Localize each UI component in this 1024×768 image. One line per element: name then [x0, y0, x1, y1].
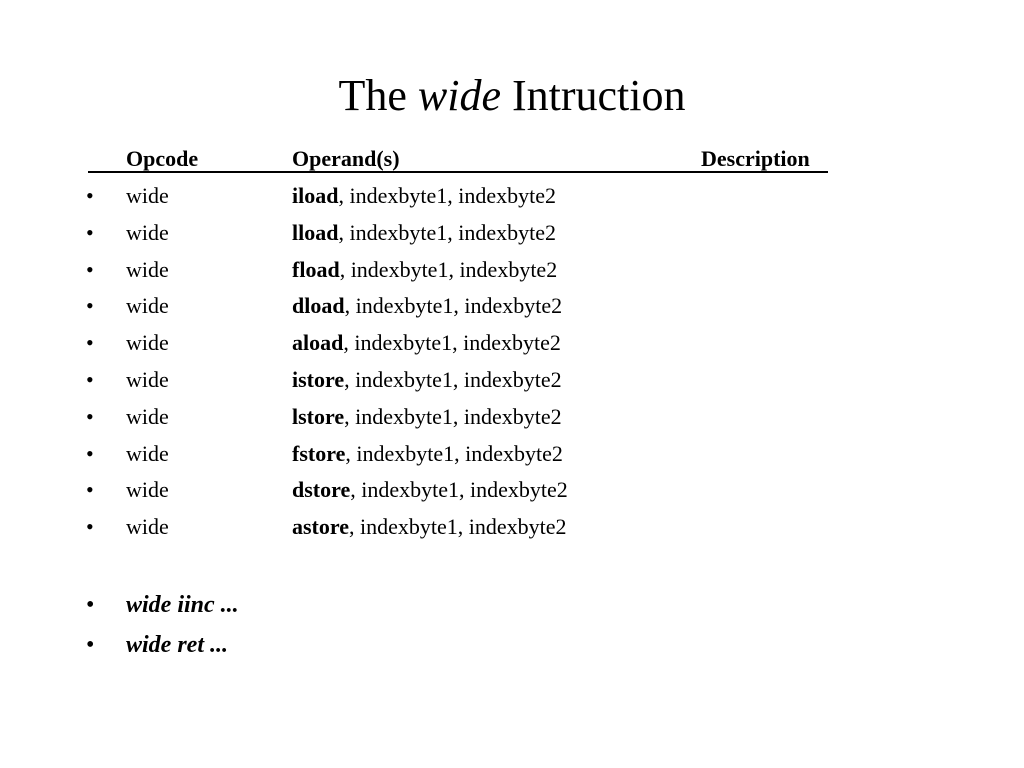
instruction-args: , indexbyte1, indexbyte2	[350, 477, 568, 503]
operands-cell: iload, indexbyte1, indexbyte2	[292, 183, 556, 209]
operands-cell: aload, indexbyte1, indexbyte2	[292, 330, 561, 356]
header-underline	[88, 171, 828, 173]
operands-cell: dstore, indexbyte1, indexbyte2	[292, 477, 568, 503]
slide-title: The wide Intruction	[0, 70, 1024, 122]
bullet-icon: •	[86, 592, 95, 618]
instruction-args: , indexbyte1, indexbyte2	[349, 514, 567, 540]
instruction-args: , indexbyte1, indexbyte2	[344, 293, 563, 319]
instruction-args: , indexbyte1, indexbyte2	[339, 256, 558, 282]
bullet-icon: •	[86, 632, 95, 658]
opcode-cell: wide	[126, 366, 169, 392]
operands-cell: lstore, indexbyte1, indexbyte2	[292, 404, 562, 430]
bullet-icon: •	[86, 256, 94, 282]
table-header: Opcode Operand(s) Description	[88, 146, 828, 173]
instruction-name: fload	[292, 256, 340, 282]
title-prefix: The	[338, 71, 418, 120]
bullet-icon: •	[86, 514, 94, 540]
extra-instruction-list: • wide iinc ... • wide ret ...	[0, 590, 1024, 670]
instruction-name: lstore	[292, 403, 345, 429]
instruction-args: , indexbyte1, indexbyte2	[344, 366, 562, 392]
extra-instruction-text: wide ret ...	[126, 632, 228, 658]
list-item: • wide iinc ...	[0, 590, 1024, 630]
header-operands: Operand(s)	[292, 146, 400, 171]
operands-cell: lload, indexbyte1, indexbyte2	[292, 220, 556, 246]
list-item: • wide aload, indexbyte1, indexbyte2	[0, 330, 1024, 367]
bullet-icon: •	[86, 440, 94, 466]
instruction-args: , indexbyte1, indexbyte2	[338, 183, 556, 208]
opcode-cell: wide	[126, 256, 169, 282]
opcode-cell: wide	[126, 219, 169, 245]
opcode-cell: wide	[126, 514, 169, 540]
opcode-cell: wide	[126, 183, 169, 208]
operands-cell: astore, indexbyte1, indexbyte2	[292, 514, 567, 540]
instruction-args: , indexbyte1, indexbyte2	[338, 219, 556, 245]
instruction-name: fstore	[292, 440, 346, 466]
list-item: • wide dload, indexbyte1, indexbyte2	[0, 293, 1024, 330]
bullet-icon: •	[86, 330, 94, 356]
operands-cell: fstore, indexbyte1, indexbyte2	[292, 441, 563, 467]
list-item: • wide fstore, indexbyte1, indexbyte2	[0, 441, 1024, 478]
instruction-name: dstore	[292, 477, 351, 503]
list-item: • wide dstore, indexbyte1, indexbyte2	[0, 477, 1024, 514]
opcode-cell: wide	[126, 293, 169, 319]
list-item: • wide lload, indexbyte1, indexbyte2	[0, 220, 1024, 257]
instruction-name: aload	[292, 330, 344, 356]
extra-instruction-text: wide iinc ...	[126, 592, 239, 618]
bullet-icon: •	[86, 293, 94, 319]
list-item: • wide iload, indexbyte1, indexbyte2	[0, 183, 1024, 220]
instruction-name: lload	[292, 219, 339, 245]
title-italic-word: wide	[417, 71, 501, 120]
instruction-args: , indexbyte1, indexbyte2	[344, 403, 562, 429]
bullet-icon: •	[86, 366, 94, 392]
bullet-icon: •	[86, 219, 94, 245]
instruction-args: , indexbyte1, indexbyte2	[345, 440, 563, 466]
header-description: Description	[701, 146, 810, 171]
list-item: • wide lstore, indexbyte1, indexbyte2	[0, 404, 1024, 441]
bullet-icon: •	[86, 403, 94, 429]
instruction-name: istore	[292, 366, 345, 392]
instruction-args: , indexbyte1, indexbyte2	[343, 330, 561, 356]
instruction-name: astore	[292, 514, 350, 540]
bullet-icon: •	[86, 183, 94, 208]
opcode-cell: wide	[126, 330, 169, 356]
operands-cell: dload, indexbyte1, indexbyte2	[292, 293, 562, 319]
list-item: • wide ret ...	[0, 630, 1024, 670]
instruction-name: iload	[292, 183, 339, 208]
list-item: • wide astore, indexbyte1, indexbyte2	[0, 514, 1024, 551]
operands-cell: fload, indexbyte1, indexbyte2	[292, 257, 557, 283]
opcode-cell: wide	[126, 440, 169, 466]
header-opcode: Opcode	[126, 146, 199, 171]
title-suffix: Intruction	[501, 71, 686, 120]
opcode-cell: wide	[126, 403, 169, 429]
list-item: • wide fload, indexbyte1, indexbyte2	[0, 257, 1024, 294]
list-item: • wide istore, indexbyte1, indexbyte2	[0, 367, 1024, 404]
opcode-cell: wide	[126, 477, 169, 503]
bullet-icon: •	[86, 477, 94, 503]
operands-cell: istore, indexbyte1, indexbyte2	[292, 367, 562, 393]
instruction-name: dload	[292, 293, 345, 319]
instruction-list: • wide iload, indexbyte1, indexbyte2 • w…	[0, 183, 1024, 551]
